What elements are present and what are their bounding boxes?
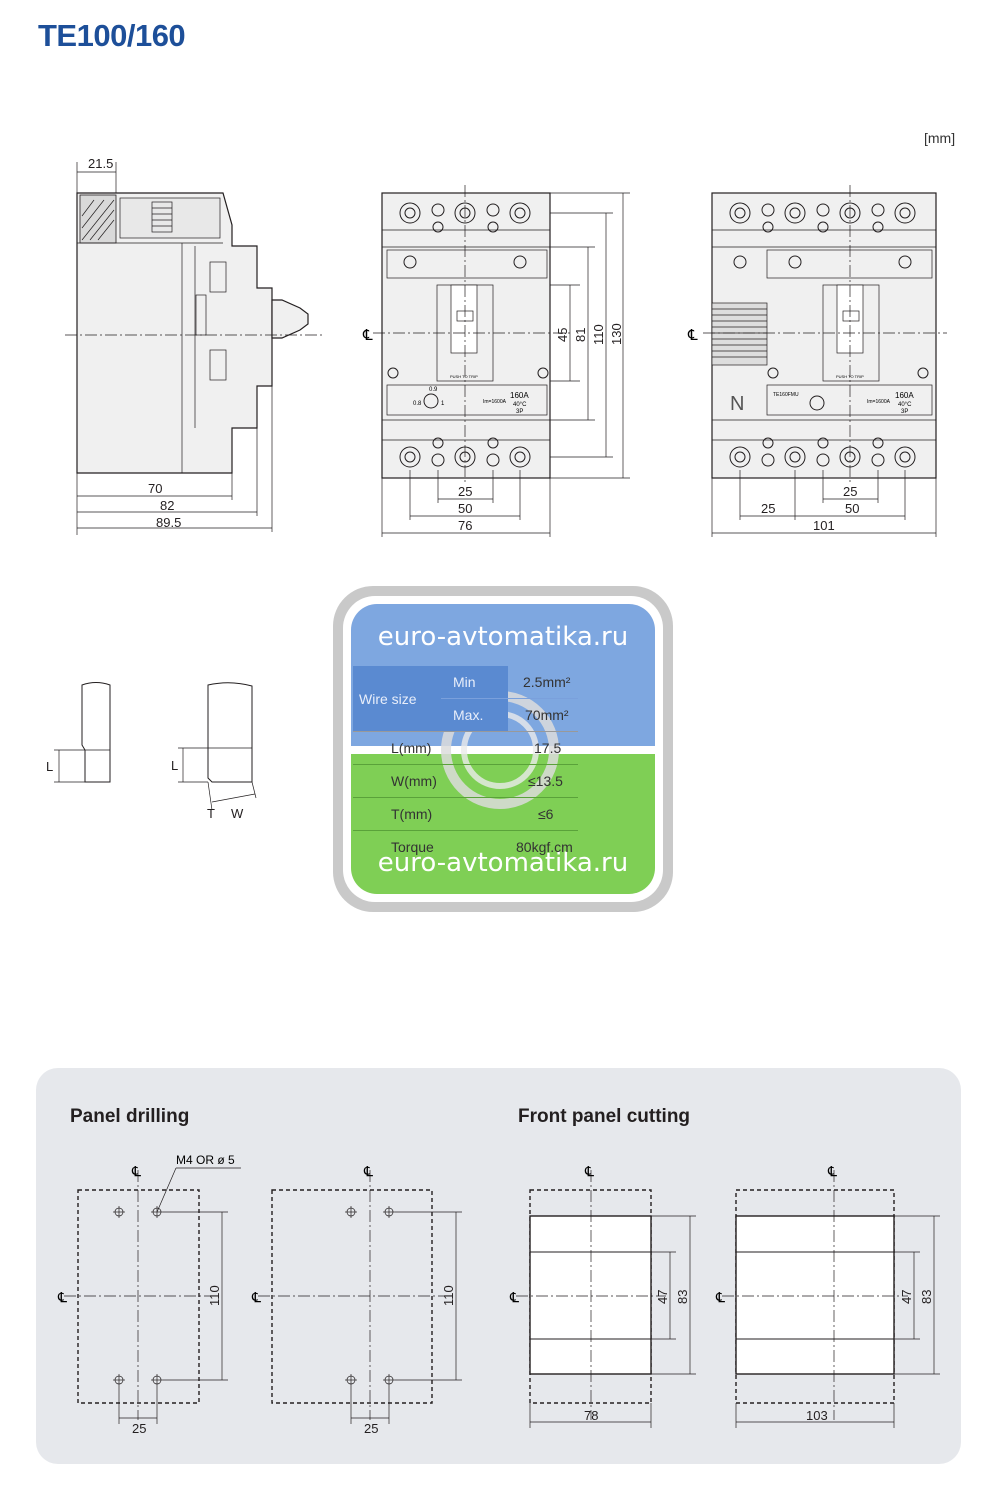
- min-label: Min: [441, 666, 508, 699]
- l-label: L(mm): [353, 731, 508, 765]
- torque-value: 80kgf.cm: [508, 830, 578, 863]
- cl-db-top: ℄: [363, 1163, 373, 1179]
- np4-rating: 160A: [895, 391, 914, 400]
- wire-spec-table: Wire size Min 2.5mm² Max. 70mm² L(mm) 17…: [353, 666, 578, 863]
- side-view-drawing: 21.5 70 82 89.5: [65, 156, 322, 535]
- dim-25-b: 25: [843, 484, 857, 499]
- np4-poles: 3P: [901, 409, 908, 415]
- front-3p-drawing: 0.8 0.9 1 Im=1600A 160A 40°C 3P PUSH TO …: [362, 185, 630, 537]
- cl-ca: ℄: [509, 1289, 519, 1305]
- np-range-a: 0.8: [413, 401, 422, 407]
- dim-cb-47: 47: [899, 1290, 914, 1304]
- dim-da-110: 110: [207, 1285, 222, 1306]
- cutting-a: ℄ ℄ 47 83 78: [509, 1163, 696, 1428]
- cutting-b: ℄ ℄ 47 83 103: [715, 1163, 940, 1428]
- cl-cb: ℄: [715, 1289, 725, 1305]
- front-4p-drawing: N TE160FMU Im=1600A 160A 40°C 3P PUSH TO…: [687, 185, 947, 537]
- dim-ca-47: 47: [655, 1290, 670, 1304]
- w-label: W(mm): [353, 764, 508, 798]
- np-im: Im=1600A: [483, 399, 507, 405]
- centerline-symbol: ℄: [362, 327, 373, 344]
- max-label: Max.: [441, 698, 508, 732]
- dim-db-25: 25: [364, 1421, 378, 1436]
- flat-terminal: [207, 682, 253, 783]
- dim-82: 82: [160, 498, 174, 513]
- dim-45: 45: [555, 328, 570, 342]
- handle-side: [271, 299, 309, 339]
- dim-da-25: 25: [132, 1421, 146, 1436]
- dim-cb-83: 83: [919, 1290, 934, 1304]
- np-range-b: 0.9: [429, 387, 438, 393]
- np4-im: Im=1600A: [867, 399, 891, 405]
- max-value: 70mm²: [525, 707, 569, 723]
- unit-label: [mm]: [924, 130, 956, 146]
- page-title: TE100/160: [38, 18, 186, 53]
- dim-50: 50: [845, 501, 859, 516]
- terminal-w: W: [231, 806, 244, 821]
- dim-76: 76: [458, 518, 472, 533]
- dim-cb-103: 103: [806, 1408, 828, 1423]
- dim-101: 101: [813, 518, 835, 533]
- np-range-c: 1: [441, 401, 445, 407]
- dim-89-5: 89.5: [156, 515, 181, 530]
- np-trip: PUSH TO TRIP: [450, 374, 478, 379]
- dim-130: 130: [609, 323, 624, 345]
- dim-50: 50: [458, 501, 472, 516]
- terminal-l2: L: [171, 758, 178, 773]
- round-terminal: [81, 682, 111, 783]
- cl-db: ℄: [251, 1289, 261, 1305]
- neutral-ribs: [712, 308, 767, 358]
- dim-25: 25: [458, 484, 472, 499]
- terminal-sketches: L L T W: [46, 682, 257, 821]
- dim-25-a: 25: [761, 501, 775, 516]
- dim-81: 81: [573, 328, 588, 342]
- w-value: ≤13.5: [508, 764, 578, 798]
- drilling-a: ℄ ℄ M4 OR ø 5 110 25: [57, 1153, 241, 1436]
- panel-drawings: ℄ ℄ M4 OR ø 5 110 25 ℄ ℄: [57, 1153, 940, 1436]
- dim-db-110: 110: [441, 1285, 456, 1306]
- top-terminals: [399, 202, 531, 233]
- wire-size-label: Wire size: [353, 666, 441, 732]
- np4-temp: 40°C: [898, 402, 912, 408]
- l-value: 17.5: [508, 731, 578, 765]
- dim-ca-78: 78: [584, 1408, 598, 1423]
- terminal-t: T: [207, 806, 215, 821]
- dim-110: 110: [591, 324, 606, 345]
- cl-da: ℄: [57, 1289, 67, 1305]
- centerline-symbol: ℄: [687, 327, 698, 344]
- np4-model: TE160FMU: [773, 392, 799, 398]
- dim-70: 70: [148, 481, 162, 496]
- hole-spec: M4 OR ø 5: [176, 1153, 235, 1167]
- watermark-text-top: euro-avtomatika.ru: [377, 622, 629, 652]
- nameplate-3p: 0.8 0.9 1 Im=1600A 160A 40°C 3P PUSH TO …: [413, 374, 529, 415]
- dim-ca-83: 83: [675, 1290, 690, 1304]
- torque-label: Torque: [353, 830, 508, 863]
- np-temp: 40°C: [513, 402, 527, 408]
- neutral-label: N: [730, 393, 744, 415]
- terminal-l1: L: [46, 759, 53, 774]
- top-terminals-4p: [729, 202, 916, 233]
- np-poles: 3P: [516, 409, 523, 415]
- panel-drilling-title: Panel drilling: [70, 1106, 190, 1127]
- front-panel-cutting-title: Front panel cutting: [518, 1106, 691, 1127]
- min-value: 2.5mm²: [508, 666, 578, 699]
- t-label: T(mm): [353, 797, 508, 831]
- cl-da-top: ℄: [131, 1163, 141, 1179]
- drilling-b: ℄ ℄ 110 25: [251, 1163, 462, 1436]
- np-rating: 160A: [510, 391, 529, 400]
- t-value: ≤6: [508, 797, 578, 831]
- dim-21-5: 21.5: [88, 156, 113, 171]
- cl-cb-top: ℄: [827, 1163, 837, 1179]
- cl-ca-top: ℄: [584, 1163, 594, 1179]
- panel-section: Panel drilling Front panel cutting ℄ ℄ M…: [36, 1068, 961, 1464]
- watermark-tile: euro-avtomatika.ru euro-avtomatika.ru Wi…: [333, 586, 673, 912]
